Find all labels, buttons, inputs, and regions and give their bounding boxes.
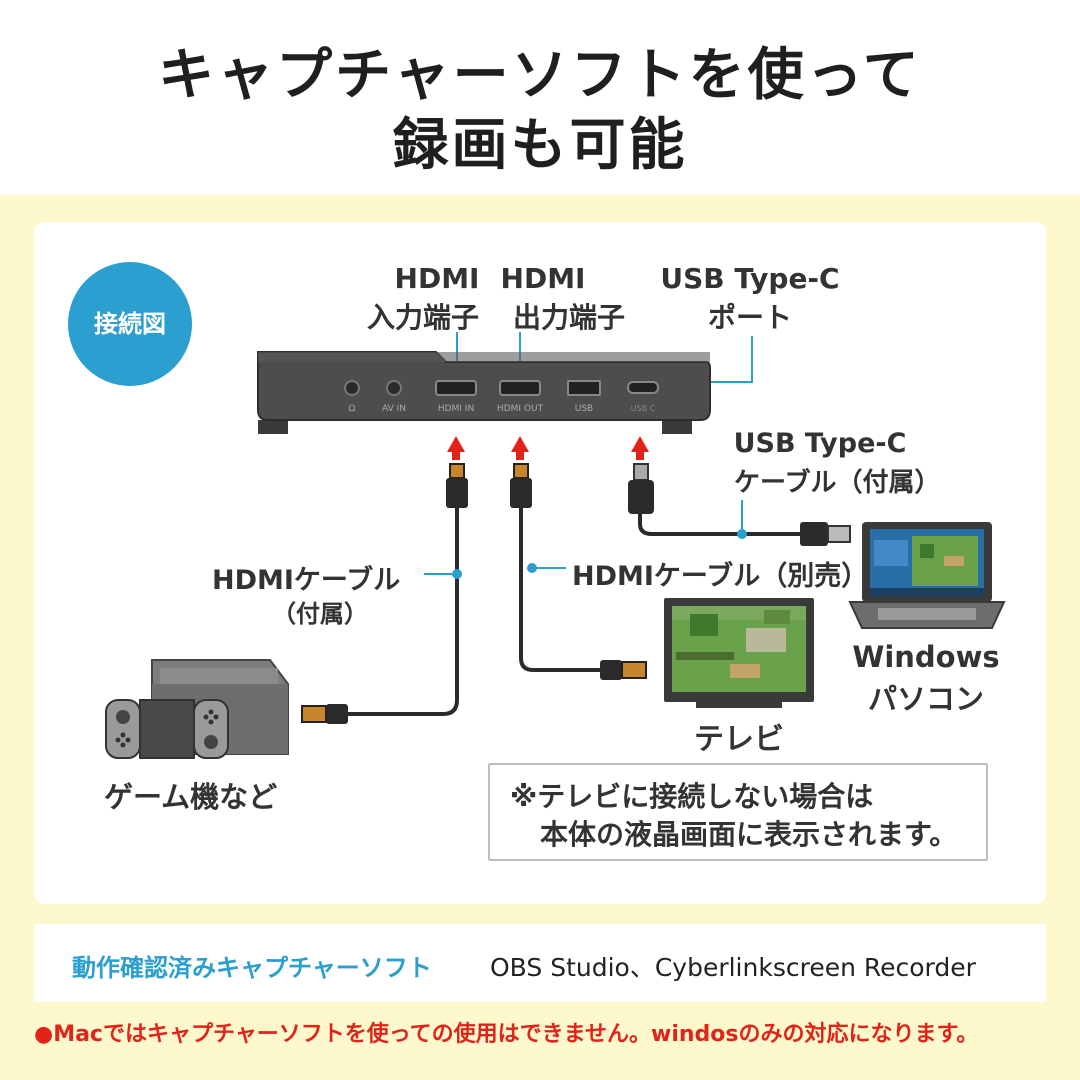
- hdmi-in-port-text: HDMI IN: [438, 404, 474, 414]
- usb-c-port-text: USB C: [631, 404, 656, 413]
- usb-port-text: USB: [575, 404, 593, 414]
- connection-diagram-badge: 接続図: [68, 262, 192, 386]
- hdmi-in-port: [435, 380, 477, 396]
- usb-c-port-label-top: USB Type-C: [660, 262, 840, 295]
- tv-icon: [664, 598, 814, 708]
- compatible-software-bar: 動作確認済みキャプチャーソフト OBS Studio、Cyberlinkscre…: [34, 924, 1046, 1002]
- insert-arrows: [447, 436, 649, 460]
- tv-label: テレビ: [694, 722, 784, 757]
- page-title-line2: 録画も可能: [392, 113, 688, 178]
- mac-warning-note: ●Macではキャプチャーソフトを使っての使用はできません。windosのみの対応…: [34, 1022, 979, 1047]
- usb-c-cable-label-bottom: ケーブル（付属）: [734, 468, 941, 498]
- usb-c-port: [627, 381, 659, 394]
- title-area: キャプチャーソフトを使って 録画も可能: [0, 0, 1080, 195]
- game-console-icon: [105, 659, 289, 759]
- hdmi-in-label-bottom: 入力端子: [366, 301, 479, 334]
- usb-c-cable: [628, 463, 851, 546]
- tv-note-line1: ※テレビに接続しない場合は: [510, 780, 874, 813]
- hdmi-cable-separate-label: HDMIケーブル（別売）: [572, 561, 869, 592]
- tv-note-box: ※テレビに接続しない場合は 本体の液晶画面に表示されます。: [488, 763, 988, 861]
- hdmi-out-label-bottom: 出力端子: [512, 301, 625, 334]
- hdmi-in-label-top: HDMI: [394, 262, 480, 295]
- hdmi-out-label-top: HDMI: [500, 262, 586, 295]
- arrow-up-icon: [511, 436, 529, 460]
- av-in-jack: [386, 380, 402, 396]
- hdmi-cable-included: [301, 463, 468, 724]
- capture-device-body: [257, 351, 711, 421]
- laptop-icon: [848, 522, 1006, 629]
- av-in-port-text: AV IN: [382, 404, 406, 414]
- hdmi-cable-included-label: HDMIケーブル: [212, 565, 401, 596]
- compatible-software-label: 動作確認済みキャプチャーソフト: [72, 954, 432, 982]
- page-title-line1: キャプチャーソフトを使って: [158, 43, 922, 108]
- arrow-up-icon: [447, 436, 465, 460]
- game-console-label: ゲーム機など: [104, 780, 278, 814]
- headphone-port-text: Ω: [349, 404, 356, 414]
- capture-device: Ω AV IN HDMI IN HDMI OUT USB USB C: [257, 351, 711, 434]
- hdmi-cable-separate: [510, 463, 647, 680]
- tv-note-line2: 本体の液晶画面に表示されます。: [540, 818, 958, 851]
- usb-c-cable-label-top: USB Type-C: [733, 428, 907, 459]
- hdmi-cable-included-note: （付属）: [272, 600, 368, 628]
- compatible-software-value: OBS Studio、Cyberlinkscreen Recorder: [490, 953, 976, 982]
- hdmi-out-port: [499, 380, 541, 396]
- arrow-up-icon: [631, 436, 649, 460]
- headphone-jack: [344, 380, 360, 396]
- pc-label-top: Windows: [852, 640, 1000, 674]
- pc-label-bottom: パソコン: [867, 682, 984, 716]
- hdmi-out-port-text: HDMI OUT: [497, 404, 544, 414]
- usb-a-port: [567, 380, 601, 396]
- usb-c-port-label-bottom: ポート: [707, 301, 792, 334]
